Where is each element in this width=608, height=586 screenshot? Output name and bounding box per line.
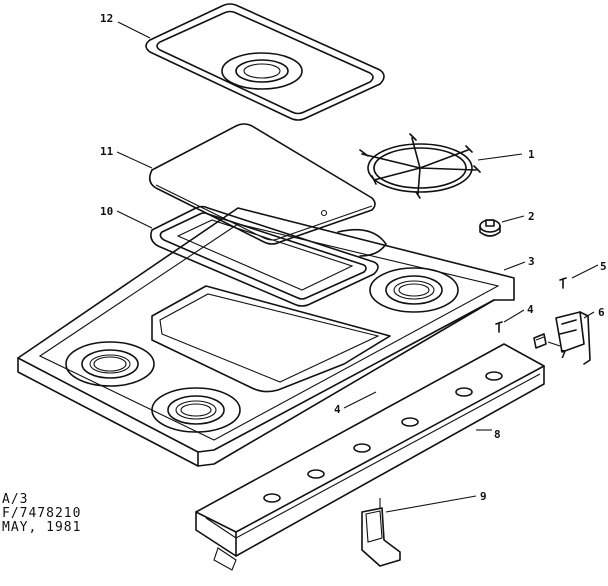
callout-5: 5 xyxy=(600,260,607,273)
callout-3: 3 xyxy=(528,255,535,268)
caption-line-1: A/3 xyxy=(2,492,29,507)
cooktop-part-3 xyxy=(17,207,515,467)
manifold-panel-part-8 xyxy=(195,343,545,571)
callout-12: 12 xyxy=(100,12,113,25)
bracket-part-6 xyxy=(555,311,591,365)
burner-pan-part-12 xyxy=(145,3,385,121)
screw-part-5 xyxy=(559,277,567,289)
control-knob-part-2 xyxy=(479,219,501,237)
callout-9: 9 xyxy=(480,490,487,503)
callout-7: 7 xyxy=(560,348,567,361)
callout-6: 6 xyxy=(598,306,605,319)
callout-4-upper: 4 xyxy=(527,303,534,316)
leader-lines xyxy=(116,21,599,513)
callout-2: 2 xyxy=(528,210,535,223)
callout-8: 8 xyxy=(494,428,501,441)
diagram-caption: A/3 F/7478210 MAY, 1981 xyxy=(2,493,81,535)
clip-part-7 xyxy=(533,333,547,349)
caption-line-2: F/7478210 xyxy=(2,506,82,521)
burner-grate-part-1 xyxy=(359,133,481,199)
trim-ring-part-10 xyxy=(150,205,379,307)
callout-4-lower: 4 xyxy=(334,403,341,416)
callout-10: 10 xyxy=(100,205,113,218)
callout-1: 1 xyxy=(528,148,535,161)
mounting-bracket-part-9 xyxy=(361,498,401,567)
callout-11: 11 xyxy=(100,145,114,158)
screw-part-4 xyxy=(495,321,503,333)
callout-labels: 12 11 10 1 2 3 5 4 6 7 4 8 9 xyxy=(100,12,607,503)
caption-line-3: MAY, 1981 xyxy=(2,520,82,535)
